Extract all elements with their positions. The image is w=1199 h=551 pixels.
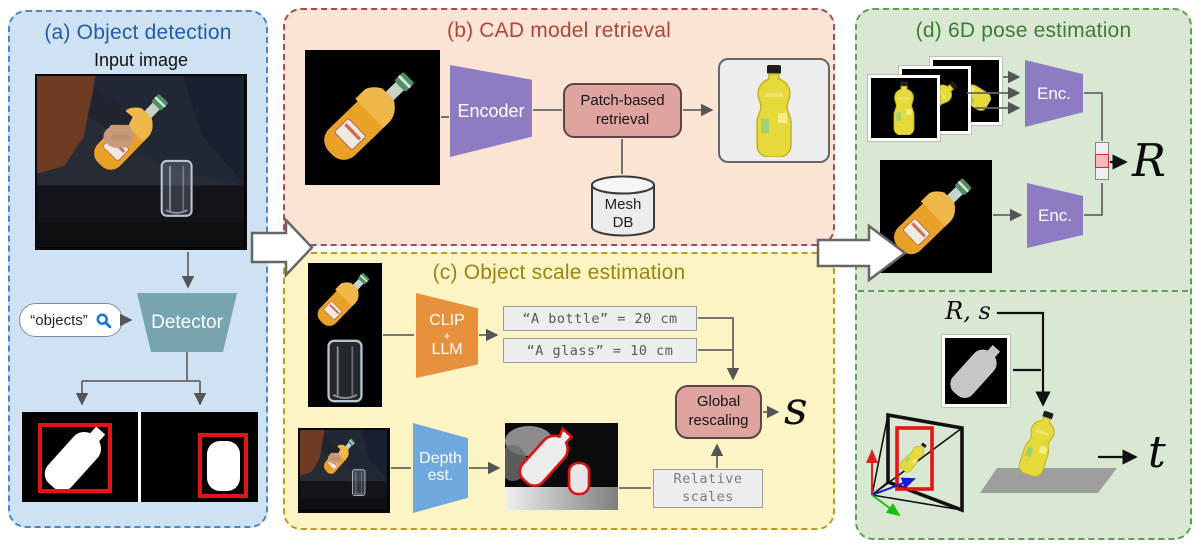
gray-render-image <box>942 335 1010 407</box>
detector-label: Detector <box>151 311 223 333</box>
input-image-label: Input image <box>93 50 189 70</box>
depth-est-line2: est. <box>427 467 454 484</box>
gray-render-illustration <box>945 339 1007 403</box>
posed-object-scene <box>975 402 1125 500</box>
clip-llm-line1: CLIP <box>429 311 465 329</box>
camera-frustum-illustration <box>866 412 964 517</box>
relative-scales-line1: Relative <box>673 470 743 487</box>
panel-d-title: (d) 6D pose estimation <box>915 19 1132 42</box>
mesh-db-label: Mesh DB <box>590 196 656 232</box>
render-stack-front <box>868 75 940 141</box>
bottle-crop-illustration-d <box>880 160 992 273</box>
mesh-db-line2: DB <box>612 214 634 231</box>
camera-frustum <box>858 405 980 529</box>
mesh-db-cylinder <box>591 175 655 237</box>
clip-llm-node: CLIP + LLM <box>416 293 478 378</box>
pose-encoder-bottom: Enc. <box>1027 183 1083 248</box>
pose-panel-divider <box>858 290 1188 292</box>
panel-a-title: (a) Object detection <box>44 21 232 44</box>
clip-llm-line3: LLM <box>431 340 463 358</box>
search-icon <box>96 313 112 328</box>
patch-retrieval-node: Patch-based retrieval <box>563 83 682 138</box>
panel-c-title: (c) Object scale estimation <box>432 261 686 284</box>
retrieved-cad-model <box>718 58 830 163</box>
detection-masks <box>22 412 258 502</box>
clip-llm-line2: + <box>443 328 451 343</box>
enc-bottom-label: Enc. <box>1037 205 1073 225</box>
object-crops-illustration <box>308 263 382 407</box>
input-image-small <box>298 428 390 513</box>
input-image-small-illustration <box>300 430 387 510</box>
bottle-crop-image-b <box>305 50 440 185</box>
object-crops-image <box>308 263 382 407</box>
relative-scales-box: Relative scales <box>653 469 763 508</box>
render-front-illustration <box>893 81 915 135</box>
input-image-illustration <box>37 76 244 247</box>
depth-estimator-node: Depth est. <box>413 423 468 513</box>
scale-symbol: s <box>784 381 808 435</box>
feature-cells <box>1095 142 1109 180</box>
relative-scales-line2: scales <box>682 488 734 505</box>
feature-cell <box>1095 166 1109 180</box>
detection-masks-illustration <box>22 412 258 502</box>
enc-top-label: Enc. <box>1036 83 1072 103</box>
input-image <box>35 74 247 250</box>
bottle-scale-text: “A bottle” = 20 cm <box>522 310 678 327</box>
depth-map-illustration <box>505 423 618 510</box>
global-rescaling-line2: rescaling <box>688 412 749 429</box>
glass-scale-box: “A glass” = 10 cm <box>503 338 697 363</box>
patch-retrieval-line2: retrieval <box>595 110 650 128</box>
global-rescaling-line1: Global <box>696 393 741 411</box>
bottle-scale-box: “A bottle” = 20 cm <box>503 306 697 331</box>
panel-b-title: (b) CAD model retrieval <box>447 19 671 42</box>
retrieved-cad-bottle-illustration <box>756 64 792 157</box>
glass-scale-text: “A glass” = 10 cm <box>526 342 674 359</box>
bottle-crop-image-d <box>880 160 992 273</box>
posed-object-illustration <box>980 407 1117 493</box>
translation-symbol: t <box>1148 427 1166 478</box>
patch-retrieval-line1: Patch-based <box>580 91 665 109</box>
rotation-scale-label: R, s <box>945 297 991 325</box>
feature-cell-selected <box>1095 154 1109 168</box>
depth-map-image <box>505 423 618 510</box>
global-rescaling-node: Global rescaling <box>675 385 762 439</box>
encoder-label: Encoder <box>457 100 525 121</box>
mesh-db-line1: Mesh <box>604 196 642 213</box>
rotation-symbol: R <box>1132 134 1166 187</box>
mesh-db-node <box>590 174 656 238</box>
detector-node: Detector <box>137 293 237 352</box>
depth-est-line1: Depth <box>419 450 462 468</box>
object-query-pill: “objects” <box>19 303 123 337</box>
bottle-crop-illustration-b <box>305 50 440 185</box>
query-text: “objects” <box>30 311 88 329</box>
